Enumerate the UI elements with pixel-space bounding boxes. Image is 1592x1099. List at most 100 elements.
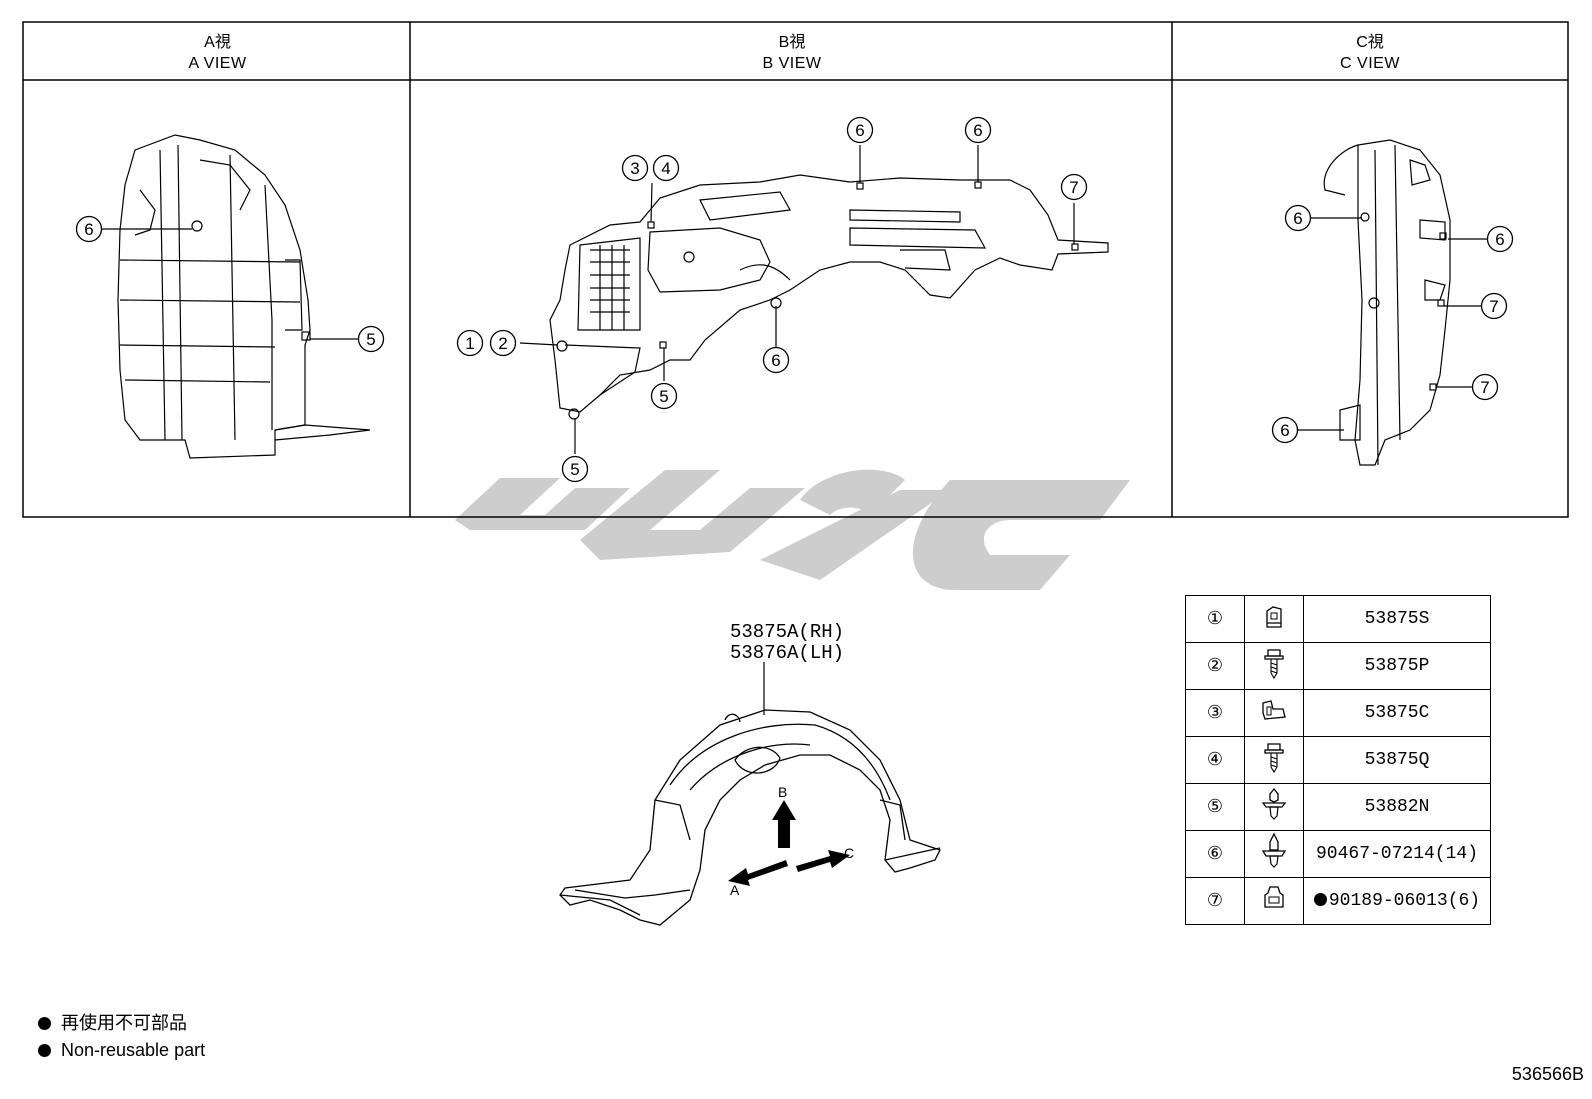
clip-icon: [1244, 689, 1304, 737]
callout-6-c3: 6: [1271, 416, 1299, 444]
svg-text:3: 3: [630, 159, 639, 178]
direction-label-a: A: [730, 882, 740, 898]
svg-text:6: 6: [1293, 209, 1302, 228]
svg-text:1: 1: [465, 334, 474, 353]
svg-text:5: 5: [570, 460, 579, 479]
part-code: 90189-06013(6): [1328, 891, 1481, 911]
svg-text:7: 7: [1489, 297, 1498, 316]
view-title-b: B視 B VIEW: [412, 32, 1172, 74]
svg-text:6: 6: [771, 351, 780, 370]
main-part-lh: 53876A(LH): [730, 642, 845, 664]
svg-text:6: 6: [1495, 230, 1504, 249]
fender-liner-drawing: [559, 709, 941, 926]
callout-7-b: 7: [1060, 173, 1088, 201]
part-number-cell: ①: [1185, 595, 1245, 643]
callout-5-b2: 5: [561, 455, 589, 483]
b-view-drawing: [549, 174, 1109, 420]
view-title-a-en: A VIEW: [188, 55, 247, 72]
svg-text:6: 6: [855, 121, 864, 140]
callout-7-c1: 7: [1480, 292, 1508, 320]
svg-text:6: 6: [973, 121, 982, 140]
part-code-non-reusable: 90189-06013(6): [1303, 877, 1491, 925]
callout-6-b2: 6: [964, 116, 992, 144]
arrow-a-icon: [728, 860, 788, 886]
part-number-cell: ⑥: [1185, 830, 1245, 878]
c-view-drawing: [1323, 139, 1451, 466]
legend-en: Non-reusable part: [38, 1039, 205, 1061]
view-title-b-en: B VIEW: [762, 55, 822, 72]
part-number-cell: ③: [1185, 689, 1245, 737]
callout-6-c1: 6: [1284, 204, 1312, 232]
nut-icon: [1244, 877, 1304, 925]
view-title-a-ja: A視: [204, 34, 231, 51]
screw-icon: [1244, 736, 1304, 784]
clip-icon: [1244, 595, 1304, 643]
callout-2-b: 2: [489, 329, 517, 357]
table-row: ③ 53875C: [1185, 689, 1491, 737]
callout-6-c2: 6: [1486, 225, 1514, 253]
view-title-c-en: C VIEW: [1340, 55, 1400, 72]
arrow-b-icon: [772, 800, 796, 848]
svg-text:5: 5: [659, 387, 668, 406]
callout-6-b1: 6: [846, 116, 874, 144]
direction-arrows: [728, 800, 850, 886]
arrow-c-icon: [796, 850, 850, 872]
legend-en-text: Non-reusable part: [61, 1040, 206, 1060]
legend-ja-text: 再使用不可部品: [61, 1013, 187, 1033]
callout-5-a: 5: [357, 325, 385, 353]
svg-text:6: 6: [1280, 421, 1289, 440]
table-row: ① 53875S: [1185, 595, 1491, 643]
callout-3-b: 3: [621, 154, 649, 182]
callout-leaders: [102, 145, 1488, 454]
main-part-rh: 53875A(RH): [730, 621, 845, 643]
svg-text:5: 5: [366, 330, 375, 349]
part-number-cell: ⑤: [1185, 783, 1245, 831]
main-part-number: 53875A(RH) 53876A(LH): [730, 622, 844, 664]
callout-6-a: 6: [75, 215, 103, 243]
table-row: ⑤ 53882N: [1185, 783, 1491, 831]
svg-text:7: 7: [1069, 178, 1078, 197]
callout-7-c2: 7: [1471, 373, 1499, 401]
table-row: ④ 53875Q: [1185, 736, 1491, 784]
part-number-cell: ②: [1185, 642, 1245, 690]
part-code: 53875P: [1303, 642, 1491, 690]
legend-ja: 再使用不可部品: [38, 1012, 187, 1034]
push-rivet-icon: [1244, 830, 1304, 878]
non-reusable-dot-icon: [38, 1017, 51, 1030]
part-code: 53875C: [1303, 689, 1491, 737]
callout-6-b3: 6: [762, 346, 790, 374]
part-code: 53875Q: [1303, 736, 1491, 784]
watermark-logo: [455, 469, 1130, 590]
table-row: ⑥ 90467-07214(14): [1185, 830, 1491, 878]
view-title-b-ja: B視: [778, 34, 806, 51]
non-reusable-dot-icon: [1313, 893, 1327, 906]
callout-1-b: 1: [456, 329, 484, 357]
table-row: ⑦ 90189-06013(6): [1185, 877, 1491, 925]
direction-label-b: B: [778, 784, 787, 800]
part-code: 53875S: [1303, 595, 1491, 643]
part-number-cell: ⑦: [1185, 877, 1245, 925]
part-number-cell: ④: [1185, 736, 1245, 784]
part-code: 90467-07214(14): [1303, 830, 1491, 878]
callout-4-b: 4: [652, 154, 680, 182]
part-code: 53882N: [1303, 783, 1491, 831]
svg-text:7: 7: [1480, 378, 1489, 397]
callout-circles: 6 5 1 2 3 4 5 5 6 6 6 7 6 6 7 7 6: [75, 116, 1514, 483]
non-reusable-dot-icon: [38, 1044, 51, 1057]
table-row: ② 53875P: [1185, 642, 1491, 690]
view-frame: [22, 21, 1569, 518]
svg-text:4: 4: [661, 159, 670, 178]
view-title-c-ja: C視: [1356, 34, 1384, 51]
direction-label-c: C: [844, 845, 854, 861]
screw-icon: [1244, 642, 1304, 690]
callout-5-b1: 5: [650, 382, 678, 410]
view-title-a: A視 A VIEW: [25, 32, 410, 74]
parts-table: ① 53875S ② 53875P ③ 53875C ④ 53875Q: [1185, 595, 1491, 925]
svg-text:2: 2: [498, 334, 507, 353]
view-title-c: C視 C VIEW: [1175, 32, 1565, 74]
push-rivet-icon: [1244, 783, 1304, 831]
document-code: 536566B: [1511, 1064, 1584, 1084]
svg-text:6: 6: [84, 220, 93, 239]
a-view-drawing: [117, 134, 371, 459]
